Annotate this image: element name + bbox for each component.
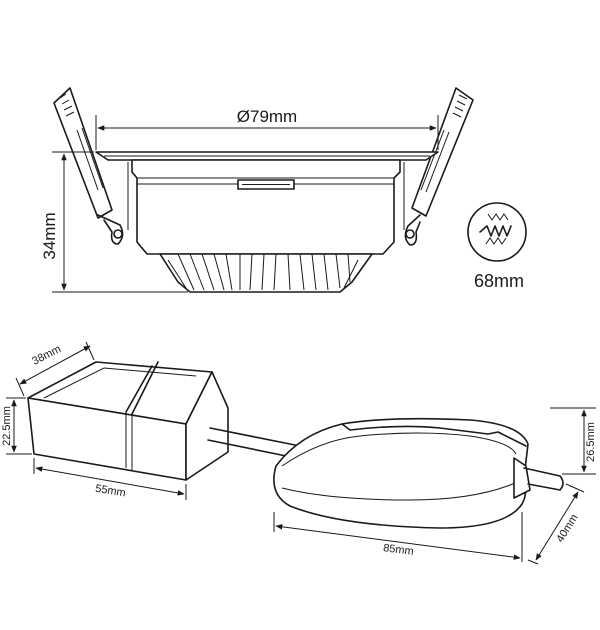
downlight-side-view: Ø79mm 34mm (40, 87, 474, 293)
module-depth-label: 40mm (554, 512, 580, 544)
heat-sink-fins (159, 253, 373, 293)
diameter-dimension: Ø79mm (95, 107, 439, 150)
driver-height-label: 22.5mm (1, 406, 13, 446)
module-length-label: 85mm (382, 542, 414, 558)
right-spring-clip (404, 87, 474, 246)
driver-length-label: 55mm (94, 483, 126, 500)
driver-length-dimension: 55mm (33, 458, 187, 500)
led-module (273, 417, 564, 529)
module-length-dimension: 85mm (273, 512, 523, 562)
driver-depth-label: 38mm (30, 343, 63, 368)
left-spring-clip (53, 87, 124, 245)
cutout-icon (467, 202, 527, 262)
lamp-body (131, 159, 401, 255)
height-label: 34mm (40, 212, 59, 259)
driver-box (27, 361, 229, 481)
module-height-dimension: 26.5mm (550, 407, 597, 475)
diameter-label: Ø79mm (237, 107, 297, 126)
connecting-cable (207, 427, 301, 459)
module-height-label: 26.5mm (585, 422, 597, 462)
height-dimension: 34mm (40, 151, 188, 293)
cutout-label: 68mm (474, 271, 524, 291)
driver-height-dimension: 22.5mm (1, 397, 32, 455)
module-depth-dimension: 40mm (527, 483, 585, 565)
